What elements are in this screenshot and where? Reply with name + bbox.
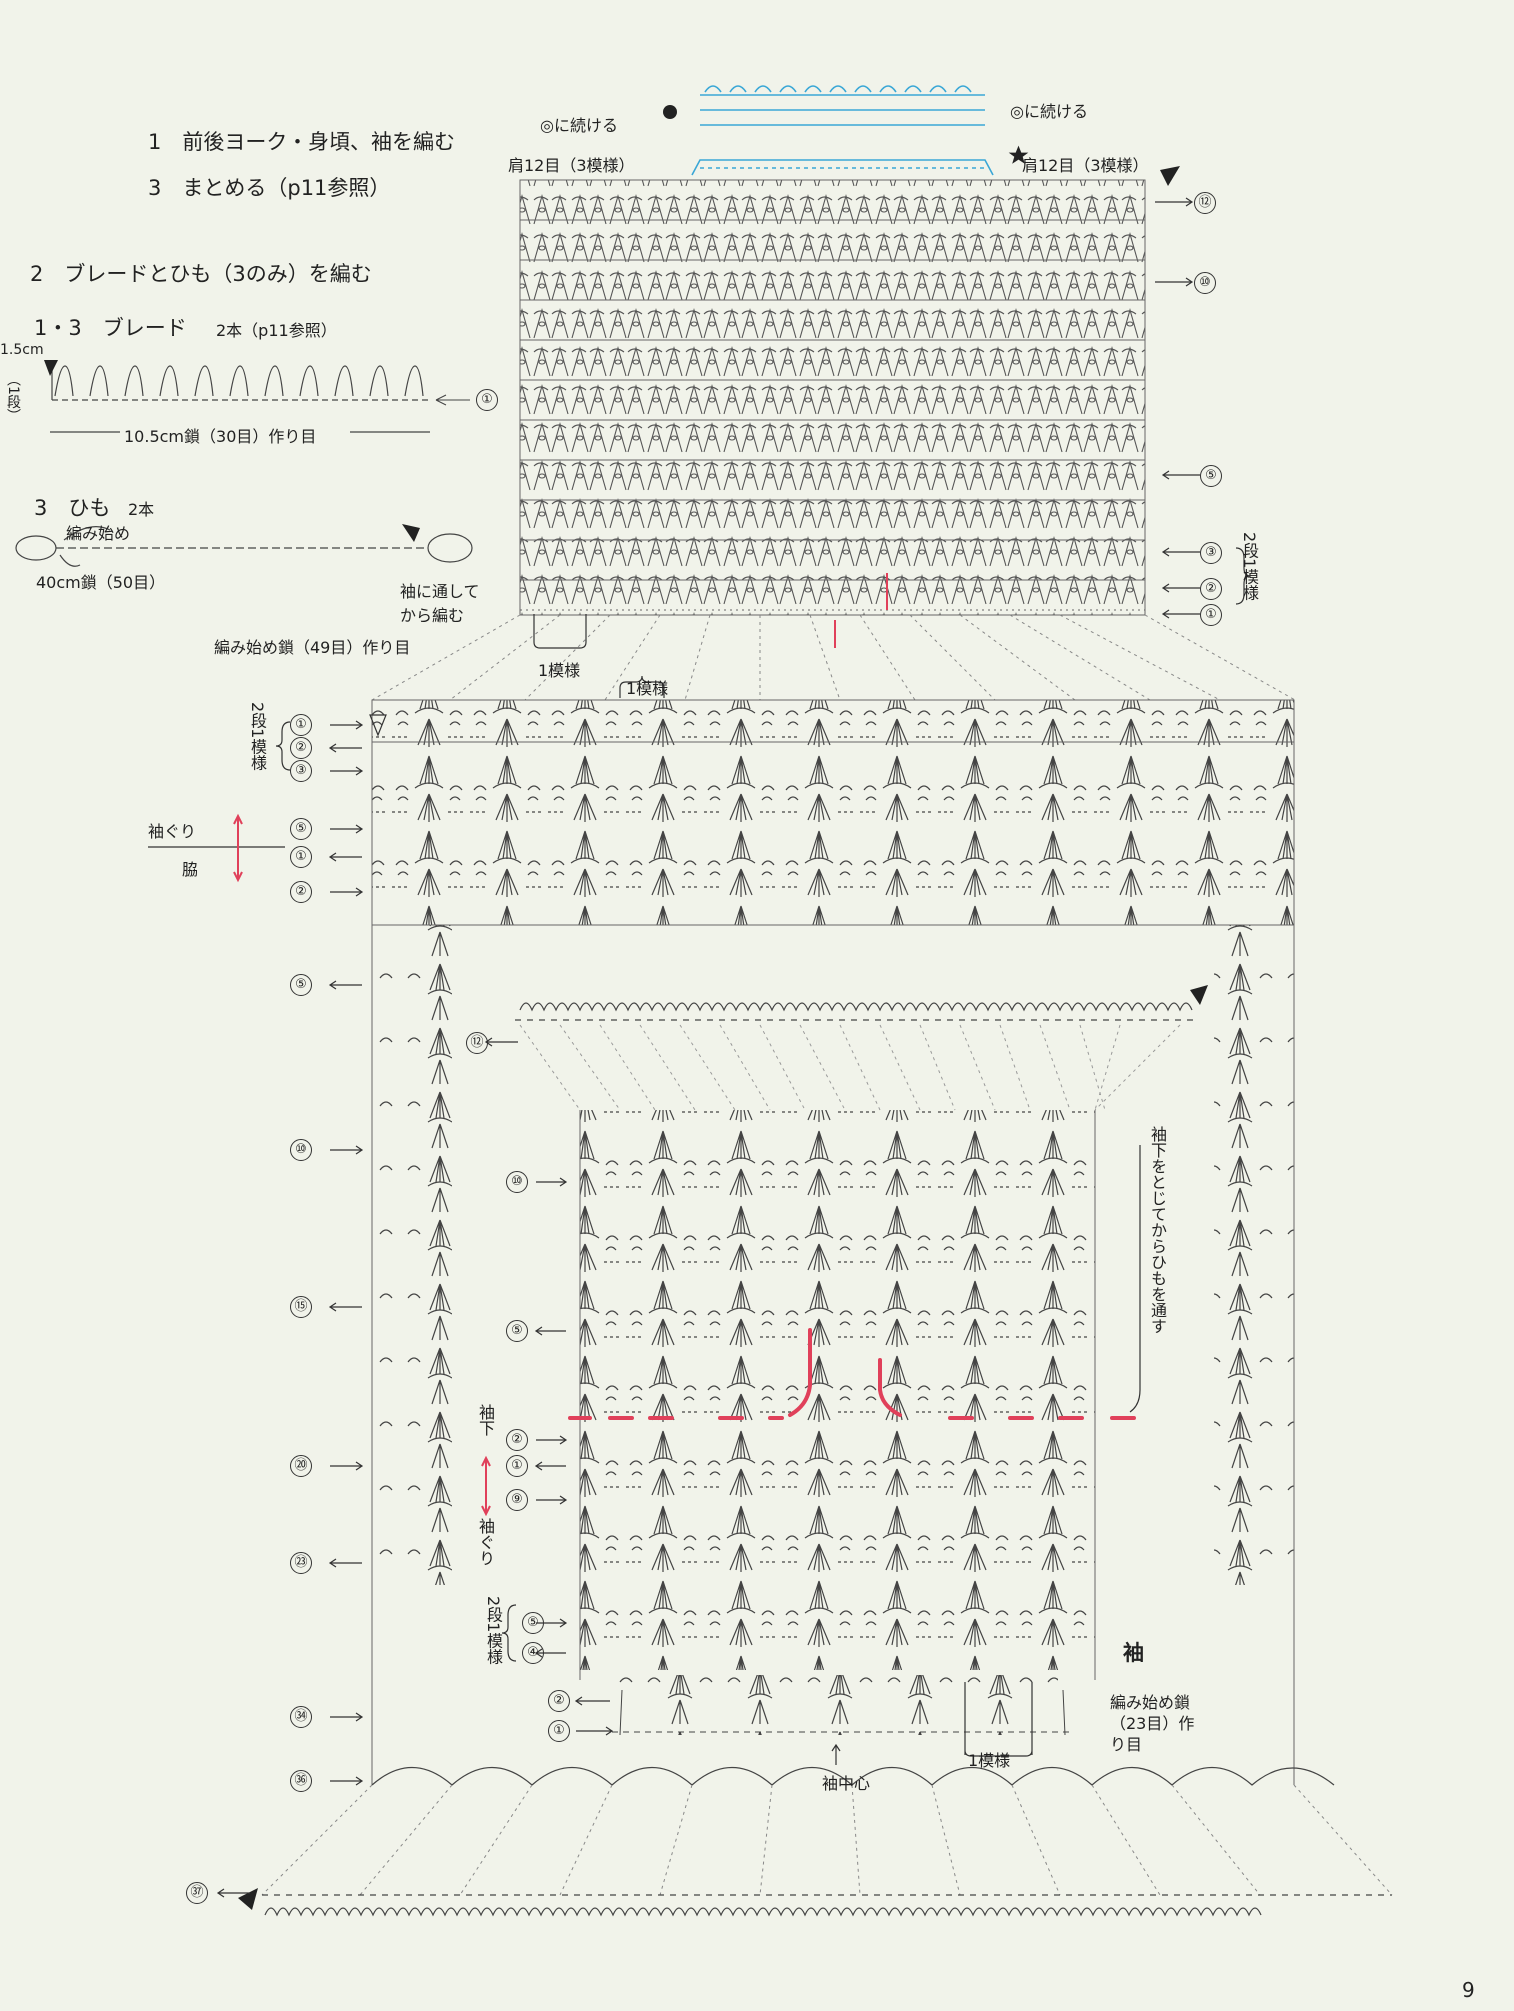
step1-text: 1 前後ヨーク・身頃、袖を編む	[148, 130, 455, 154]
braid-diagram	[50, 360, 470, 433]
body-two-rows-one-pattern: 2段1模様	[248, 702, 267, 771]
sleeve-row-2: ②	[506, 1429, 528, 1451]
braid-row-label: ①	[476, 389, 498, 411]
sleeve-start-chain: 編み始め鎖（23目）作り目	[1110, 1693, 1195, 1754]
page-number: 9	[1462, 1978, 1475, 2002]
braid-chain: 10.5cm鎖（30目）作り目	[124, 427, 317, 446]
step2-text: 2 ブレードとひも（3のみ）を編む	[30, 262, 372, 286]
yoke-row-3: ③	[1200, 542, 1222, 564]
sleeve-title: 袖	[1123, 1641, 1144, 1665]
sleeve-row-9: ⑨	[506, 1489, 528, 1511]
braid-count: 2本（p11参照）	[216, 321, 337, 340]
body-row-5: ⑤	[290, 974, 312, 996]
sleeve-note: 袖下をとじてからひもを通す	[1148, 1126, 1167, 1334]
body-row-20: ⑳	[290, 1455, 312, 1477]
string-title: 3 ひも	[34, 496, 111, 520]
body-row-34: ㉞	[290, 1706, 312, 1728]
sleeve-top-row-12: ⑫	[466, 1032, 488, 1054]
string-count: 2本	[128, 500, 155, 519]
body-top-row-3: ③	[290, 760, 312, 782]
string-diagram	[15, 526, 473, 567]
braid-title: 1・3 ブレード	[34, 316, 187, 340]
body-mid-row-2: ②	[290, 881, 312, 903]
sleeve-underarm: 袖下	[476, 1404, 495, 1436]
sleeve-row-1: ①	[506, 1455, 528, 1477]
sleeve-grid	[580, 1110, 1095, 1670]
sleeve-two-rows-one-pattern: 2段1模様	[484, 1596, 503, 1665]
yoke-row-2: ②	[1200, 578, 1222, 600]
string-chain: 40cm鎖（50目）	[36, 573, 166, 592]
string-note-2: から編む	[400, 606, 465, 625]
yoke-start-chain: 編み始め鎖（49目）作り目	[214, 638, 411, 657]
body-row-23: ㉓	[290, 1552, 312, 1574]
yoke-row-12: ⑫	[1194, 192, 1216, 214]
yoke-left-shoulder: 肩12目（3模様）	[508, 156, 635, 175]
body-row-36: ㊱	[290, 1770, 312, 1792]
yoke-row-5: ⑤	[1200, 465, 1222, 487]
string-start: 編み始め	[66, 524, 131, 543]
string-note-1: 袖に通して	[400, 582, 480, 601]
braid-height: 1.5cm	[0, 342, 44, 358]
body-left-column	[372, 925, 452, 1585]
body-armhole: 袖ぐり	[148, 822, 197, 841]
body-row-10: ⑩	[290, 1139, 312, 1161]
yoke-grid	[519, 179, 1146, 616]
body-row-15: ⑮	[290, 1296, 312, 1318]
bottom-row-37	[262, 1894, 1392, 1917]
sleeve-row-5b: ⑤	[522, 1612, 544, 1634]
yoke-row-1: ①	[1200, 604, 1222, 626]
yoke-right-continue: ◎に続ける	[1010, 102, 1088, 121]
yoke-repeat: 1模様	[538, 661, 581, 680]
body-right-column	[1214, 925, 1294, 1585]
sleeve-row-5: ⑤	[506, 1320, 528, 1342]
yoke-left-continue: ◎に続ける	[540, 116, 618, 135]
sleeve-row-10: ⑩	[506, 1171, 528, 1193]
sleeve-top-row	[515, 1002, 1195, 1021]
sleeve-row-1b: ①	[548, 1720, 570, 1742]
body-mid-row-5: ⑤	[290, 818, 312, 840]
bottom-start-triangle	[238, 1888, 258, 1910]
sleeve-center: 袖中心	[822, 1774, 871, 1793]
step3-text: 3 まとめる（p11参照）	[148, 176, 391, 200]
body-top-band	[371, 699, 1295, 926]
yoke-top-braid	[691, 85, 994, 176]
sleeve-row-4: ④	[522, 1642, 544, 1664]
body-top-row-1: ①	[290, 714, 312, 736]
body-top-row-2: ②	[290, 737, 312, 759]
braid-rows: （1段）	[5, 372, 21, 423]
body-side: 脇	[182, 860, 199, 879]
sleeve-armhole: 袖ぐり	[476, 1518, 495, 1566]
underarm-marker	[568, 1328, 1136, 1420]
yoke-row-10: ⑩	[1194, 272, 1216, 294]
sleeve-start-triangle	[1190, 985, 1208, 1005]
sleeve-repeat: 1模様	[968, 1751, 1011, 1770]
yoke-right-shoulder: 肩12目（3模様）	[1022, 156, 1149, 175]
yoke-two-rows-one-pattern: 2段1模様	[1240, 532, 1259, 601]
body-mid-row-1: ①	[290, 846, 312, 868]
body-row-37: ㊲	[186, 1882, 208, 1904]
body-repeat: 1模様	[626, 679, 669, 698]
sleeve-row-2b: ②	[548, 1690, 570, 1712]
